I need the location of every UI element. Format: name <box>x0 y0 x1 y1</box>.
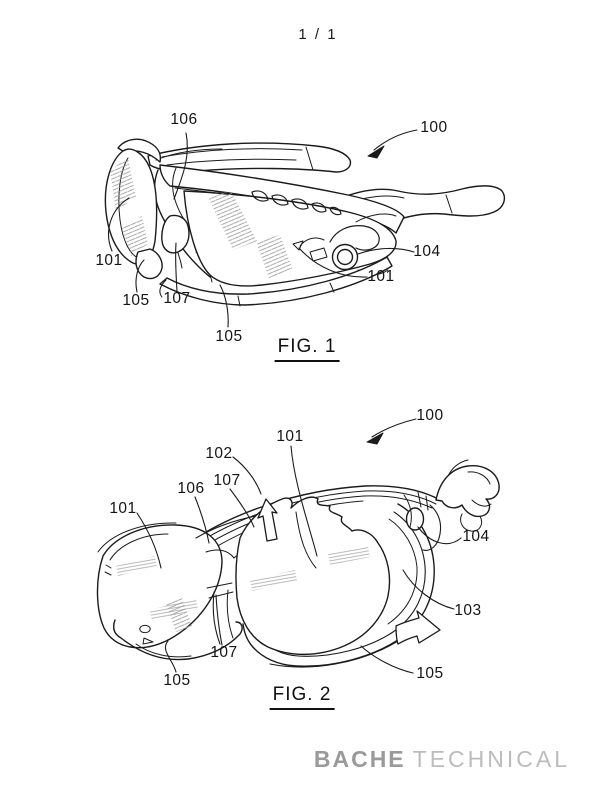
fig1-drawing <box>104 129 506 328</box>
fig2-ref-107-upper: 107 <box>213 472 241 489</box>
fig1-ref-104: 104 <box>413 243 441 260</box>
fig2-rim-loop <box>242 503 435 668</box>
fig2-up-arrow-icon <box>257 498 278 542</box>
fig1-bottom-jaw <box>135 248 393 307</box>
fig1-ref-105-bottom: 105 <box>215 328 243 345</box>
fig1-ref-101-left: 101 <box>95 252 123 269</box>
fig1-ref-101-right: 101 <box>367 268 395 285</box>
fig2-ref-103: 103 <box>454 602 482 619</box>
fig2-ref-105-right: 105 <box>416 665 444 682</box>
fig2-caption: FIG. 2 <box>269 684 335 710</box>
fig2-ref-102: 102 <box>205 445 233 462</box>
fig2-hinge-boss <box>403 494 442 551</box>
fig2-ref-arrowhead <box>366 432 384 445</box>
fig1-hinge-boss <box>292 213 397 275</box>
fig1-ref-100: 100 <box>420 119 448 136</box>
fig2-ref-101-top: 101 <box>276 428 304 445</box>
watermark-brand: BACHE <box>313 746 406 772</box>
fig1-vents <box>251 190 342 216</box>
fig2-ref-100: 100 <box>416 407 444 424</box>
fig2-ref-101-left: 101 <box>109 500 137 517</box>
fig2-ref-105-left: 105 <box>163 672 191 689</box>
fig2-swing-arrow-icon <box>395 610 441 645</box>
fig2-ref-104: 104 <box>462 528 490 545</box>
fig2-ref-107-bottom: 107 <box>210 644 238 661</box>
fig1-ref-107: 107 <box>163 290 191 307</box>
fig1-left-lens <box>104 148 158 265</box>
fig2-right-lens <box>235 496 391 656</box>
fig1-corner-cap <box>117 138 162 163</box>
page-indicator: 1 / 1 <box>298 26 338 43</box>
fig2-ear-curl <box>435 459 500 532</box>
fig2-top-rim <box>179 485 441 564</box>
fig1-caption: FIG. 1 <box>274 336 340 362</box>
fig1-leader-lines <box>108 129 418 328</box>
watermark-suffix: TECHNICAL <box>412 746 570 772</box>
fig1-ref-arrowhead <box>367 145 385 159</box>
fig1-ref-105-left: 105 <box>122 292 150 309</box>
fig2-leader-lines <box>136 418 462 674</box>
fig1-ref-106: 106 <box>170 111 198 128</box>
fig2-drawing <box>96 418 500 674</box>
fig2-left-jaw <box>112 619 243 661</box>
fig2-left-lens <box>96 522 223 649</box>
fig2-ref-106: 106 <box>177 480 205 497</box>
